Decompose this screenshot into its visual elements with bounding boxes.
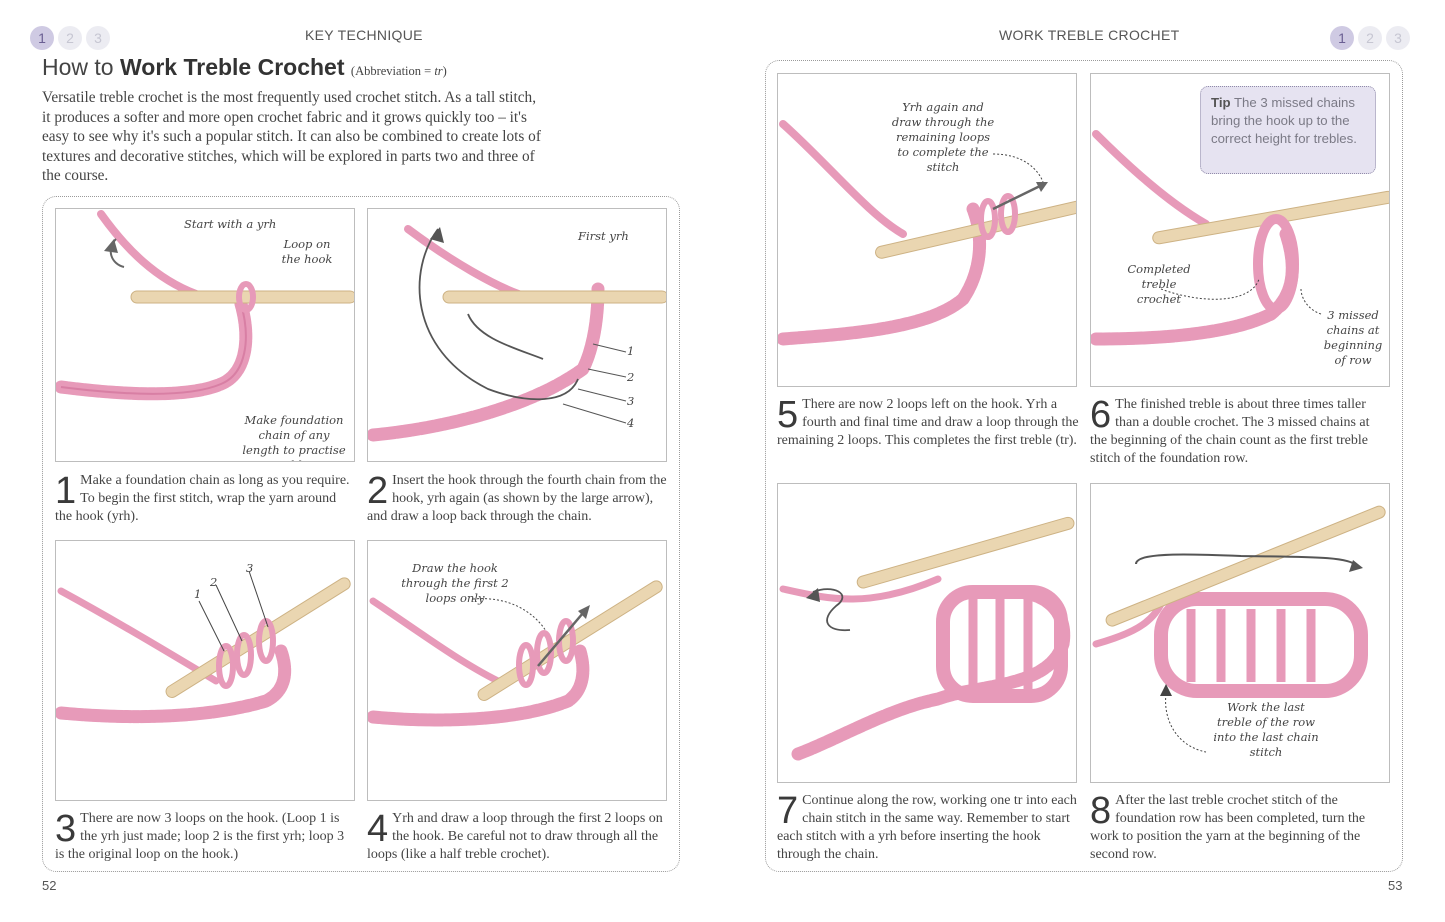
note-completed-treble: Completed treble crochet xyxy=(1127,262,1191,306)
note-first-yrh: First yrh xyxy=(578,229,629,243)
tip-text: The 3 missed chains bring the hook up to… xyxy=(1211,95,1357,146)
tip-label: Tip xyxy=(1211,95,1231,110)
note-foundation-chain: Make foundation chain of any length to p… xyxy=(242,413,346,461)
step-number: 4 xyxy=(367,808,389,850)
step-text: After the last treble crochet stitch of … xyxy=(1090,793,1366,862)
loop-number: 3 xyxy=(246,561,254,575)
step-8-photo: Work the last treble of the row into the… xyxy=(1090,483,1390,783)
chain-number: 2 xyxy=(627,370,635,384)
title-lead: How to xyxy=(42,54,120,80)
step-4-photo: Draw the hook through the first 2 loops … xyxy=(367,540,667,801)
nav-dot[interactable]: 2 xyxy=(1358,26,1382,50)
loop-number: 1 xyxy=(194,587,202,601)
nav-dot[interactable]: 1 xyxy=(1330,26,1354,50)
title-bold: Work Treble Crochet xyxy=(119,54,345,80)
chain-number: 4 xyxy=(627,416,635,430)
left-running-head: KEY TECHNIQUE xyxy=(305,27,423,43)
step-number: 5 xyxy=(777,394,799,436)
step-7-photo xyxy=(777,483,1077,783)
chain-number: 3 xyxy=(627,394,635,408)
left-page-nav: 1 2 3 xyxy=(30,26,110,50)
loop-number: 2 xyxy=(210,575,218,589)
note-loop-on-hook: Loop on the hook xyxy=(281,237,333,266)
step-text: Yrh and draw a loop through the first 2 … xyxy=(367,811,663,862)
step-text: Insert the hook through the fourth chain… xyxy=(367,473,667,524)
step-number: 6 xyxy=(1090,394,1112,436)
note-last-treble: Work the last treble of the row into the… xyxy=(1213,700,1319,759)
step-text: Continue along the row, working one tr i… xyxy=(777,793,1077,862)
step-number: 3 xyxy=(55,808,77,850)
step-text: There are now 3 loops on the hook. (Loop… xyxy=(55,811,345,862)
nav-dot[interactable]: 2 xyxy=(58,26,82,50)
note-missed-chains: 3 missed chains at beginning of row xyxy=(1323,308,1383,367)
right-page-number: 53 xyxy=(1388,878,1403,893)
step-number: 1 xyxy=(55,470,77,512)
right-running-head: WORK TREBLE CROCHET xyxy=(999,27,1180,43)
page-title: How to Work Treble Crochet (Abbreviation… xyxy=(42,54,447,81)
step-number: 7 xyxy=(777,790,799,832)
nav-dot[interactable]: 3 xyxy=(86,26,110,50)
step-5-photo: Yrh again and draw through the remaining… xyxy=(777,73,1077,387)
step-number: 8 xyxy=(1090,790,1112,832)
note-start-yrh: Start with a yrh xyxy=(184,217,277,231)
step-text: There are now 2 loops left on the hook. … xyxy=(777,397,1079,448)
right-steps-frame xyxy=(765,60,1403,872)
intro-paragraph: Versatile treble crochet is the most fre… xyxy=(42,89,541,185)
step-1-photo: Start with a yrh Loop on the hook Make f… xyxy=(55,208,355,462)
step-text: Make a foundation chain as long as you r… xyxy=(55,473,350,524)
chain-number: 1 xyxy=(627,344,635,358)
step-2-photo: First yrh 1 2 3 4 xyxy=(367,208,667,462)
title-abbreviation: (Abbreviation = tr) xyxy=(350,64,447,78)
step-text: The finished treble is about three times… xyxy=(1090,397,1370,466)
left-page-number: 52 xyxy=(42,878,57,893)
note-yrh-again: Yrh again and draw through the remaining… xyxy=(891,100,995,174)
note-draw-hook: Draw the hook through the first 2 loops … xyxy=(401,561,509,605)
step-3-photo: 1 2 3 xyxy=(55,540,355,801)
left-steps-frame xyxy=(42,196,680,872)
nav-dot[interactable]: 1 xyxy=(30,26,54,50)
step-number: 2 xyxy=(367,470,389,512)
nav-dot[interactable]: 3 xyxy=(1386,26,1410,50)
tip-box: Tip The 3 missed chains bring the hook u… xyxy=(1200,86,1376,174)
right-page-nav: 1 2 3 xyxy=(1330,26,1410,50)
